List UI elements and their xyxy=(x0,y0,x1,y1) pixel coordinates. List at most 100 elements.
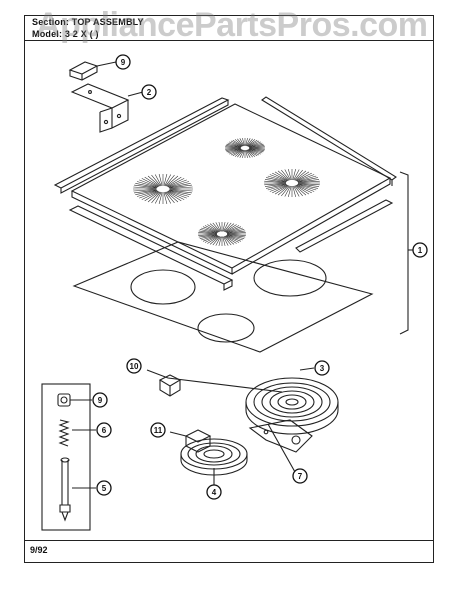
burst-ray xyxy=(139,190,158,199)
burst-ray xyxy=(297,177,318,183)
burst-ray xyxy=(246,138,253,147)
nut-part xyxy=(57,393,71,407)
burst-ray xyxy=(249,148,264,153)
burst-ray xyxy=(292,186,296,197)
burst-ray xyxy=(281,169,290,181)
burst-ray xyxy=(164,174,172,186)
burst-ray xyxy=(297,183,318,189)
burst-ray xyxy=(264,179,287,183)
burst-ray xyxy=(222,222,226,232)
burst-ray xyxy=(207,224,219,233)
burst-ray xyxy=(212,236,221,246)
callout-label: 4 xyxy=(212,488,217,497)
burst-ray xyxy=(249,146,265,148)
burst-ray xyxy=(298,180,320,183)
burst-ray xyxy=(248,141,262,147)
burst-ray xyxy=(224,236,235,245)
diagram-frame xyxy=(24,15,434,563)
burst-ray xyxy=(202,235,218,242)
burst-ray xyxy=(163,192,168,204)
burst-ray xyxy=(147,191,160,203)
burst-ray xyxy=(296,184,315,192)
burst-ray xyxy=(272,184,288,194)
callout-label: 10 xyxy=(130,362,139,371)
burst-ray xyxy=(198,234,217,238)
callout-9a: 9 xyxy=(115,54,131,70)
terminal-block-part xyxy=(158,374,182,397)
burst-ray xyxy=(135,183,157,188)
burst-ray xyxy=(237,138,244,147)
burst-ray xyxy=(225,225,240,233)
burst-ray xyxy=(154,192,162,204)
hardware-inset-box xyxy=(41,383,91,531)
burst-ray xyxy=(223,236,232,246)
burst-ray xyxy=(133,189,157,192)
burst-ray xyxy=(266,177,287,183)
burst-ray xyxy=(151,191,161,204)
side-trim-right xyxy=(261,96,397,186)
callout-7: 7 xyxy=(292,468,308,484)
burst-ray xyxy=(227,142,242,148)
burst-ray xyxy=(248,149,262,155)
burst-ray xyxy=(144,191,160,202)
large-surface-element xyxy=(245,377,339,435)
burst-ray xyxy=(224,223,235,232)
burst-ray xyxy=(239,138,245,147)
burst-ray xyxy=(225,235,240,243)
burst-ray xyxy=(165,174,175,187)
burst-ray xyxy=(226,148,241,153)
burst-ray xyxy=(242,150,245,158)
burst-ray xyxy=(228,149,242,155)
burst-ray xyxy=(225,148,241,151)
burst-ray xyxy=(139,179,158,188)
burst-ray xyxy=(237,149,244,158)
burst-ray xyxy=(281,185,290,197)
callout-label: 11 xyxy=(154,426,163,435)
burst-ray xyxy=(245,149,251,158)
burst-ray xyxy=(167,178,185,187)
burst-ray xyxy=(199,234,218,239)
burst-ray xyxy=(227,148,242,154)
burst-ray xyxy=(249,148,265,151)
burst-ray xyxy=(245,138,248,146)
burst-ray xyxy=(245,138,251,147)
assembly-bracket-line xyxy=(399,171,409,335)
callout-3-leader xyxy=(299,367,315,371)
burst-ray xyxy=(141,178,159,187)
model-title: Model: 3 2 X ( ) xyxy=(32,29,99,39)
burst-ray xyxy=(288,186,292,197)
burst-ray xyxy=(234,139,243,147)
burst-ray xyxy=(298,183,320,186)
callout-10-leader xyxy=(146,369,283,393)
callout-label: 3 xyxy=(320,364,325,373)
burst-ray xyxy=(212,222,221,232)
burst-ray xyxy=(247,149,256,157)
burst-ray xyxy=(242,138,245,146)
burst-ray xyxy=(266,183,287,189)
burst-ray xyxy=(168,179,187,188)
burst-ray xyxy=(245,150,248,158)
burst-ray xyxy=(249,148,265,150)
burst-ray xyxy=(227,234,246,236)
burst-ray xyxy=(226,235,242,242)
burst-ray xyxy=(165,191,175,204)
burst-ray xyxy=(230,140,243,147)
cooktop-burner-patterns xyxy=(133,138,320,246)
burst-ray xyxy=(166,176,182,187)
footer-divider xyxy=(24,540,434,541)
burst-ray xyxy=(135,190,157,195)
callout-2-leader xyxy=(127,91,144,97)
side-trim-left xyxy=(53,97,230,194)
burst-ray xyxy=(297,179,320,183)
burst-ray xyxy=(133,189,157,194)
callout-5: 5 xyxy=(96,480,112,496)
burst-ray xyxy=(163,174,168,186)
callout-label: 9 xyxy=(121,58,126,67)
burst-ray xyxy=(225,148,241,150)
burst-ray xyxy=(201,227,218,233)
burst-ray xyxy=(207,235,219,244)
callout-9b: 9 xyxy=(92,392,108,408)
burst-ray xyxy=(296,172,312,182)
burst-ray xyxy=(136,190,158,197)
